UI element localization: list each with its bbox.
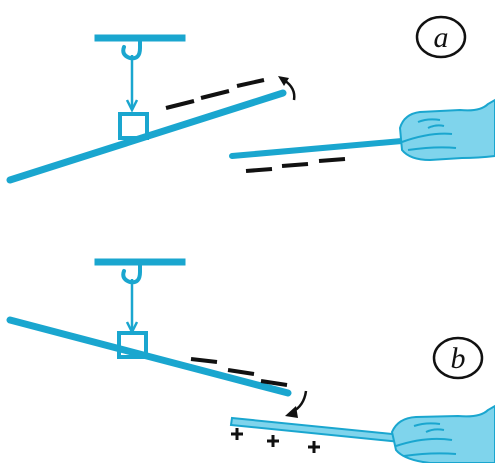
- panel-label-a: a: [434, 21, 449, 54]
- charge-plus-b-h3: [308, 441, 320, 453]
- held-rod-charges-a: [245, 157, 346, 173]
- stirrup-b: [117, 331, 148, 359]
- charge-minus-a-s3: [236, 78, 265, 88]
- rotation-arrowhead-icon-b: [285, 406, 298, 418]
- charge-minus-a-h2: [281, 162, 309, 168]
- panel-label-b: b: [451, 342, 466, 375]
- panel-b: b: [6, 258, 495, 463]
- panel-a: a: [6, 15, 495, 184]
- hand-icon-b: [390, 404, 495, 463]
- charge-minus-b-s1: [190, 357, 218, 364]
- charge-plus-b-h1: [231, 428, 243, 440]
- hook-icon-a: [121, 36, 142, 61]
- suspended-rod-b: [6, 316, 292, 397]
- charge-minus-a-h3: [318, 157, 346, 163]
- suspended-rod-charges-a: [165, 78, 265, 110]
- hand-icon-a: [398, 98, 495, 162]
- charge-minus-a-h1: [245, 167, 273, 173]
- rotation-arrowhead-icon-a: [278, 76, 289, 86]
- held-rod-charges-b: [231, 428, 320, 453]
- held-rod-a: [229, 138, 405, 159]
- panel-label-circle-a: [415, 15, 467, 59]
- panel-label-circle-b: [432, 336, 484, 380]
- held-rod-b: [229, 416, 414, 445]
- charge-plus-b-h2: [267, 435, 279, 447]
- charge-minus-a-s2: [200, 89, 230, 100]
- hook-icon-b: [121, 260, 142, 285]
- charge-minus-b-s2: [227, 368, 255, 376]
- charge-minus-b-s3: [260, 379, 288, 387]
- thread-arrow-icon-a: [125, 99, 139, 113]
- suspended-rod-charges-b: [190, 357, 288, 387]
- suspended-rod-a: [6, 89, 287, 184]
- charge-minus-a-s1: [165, 99, 195, 110]
